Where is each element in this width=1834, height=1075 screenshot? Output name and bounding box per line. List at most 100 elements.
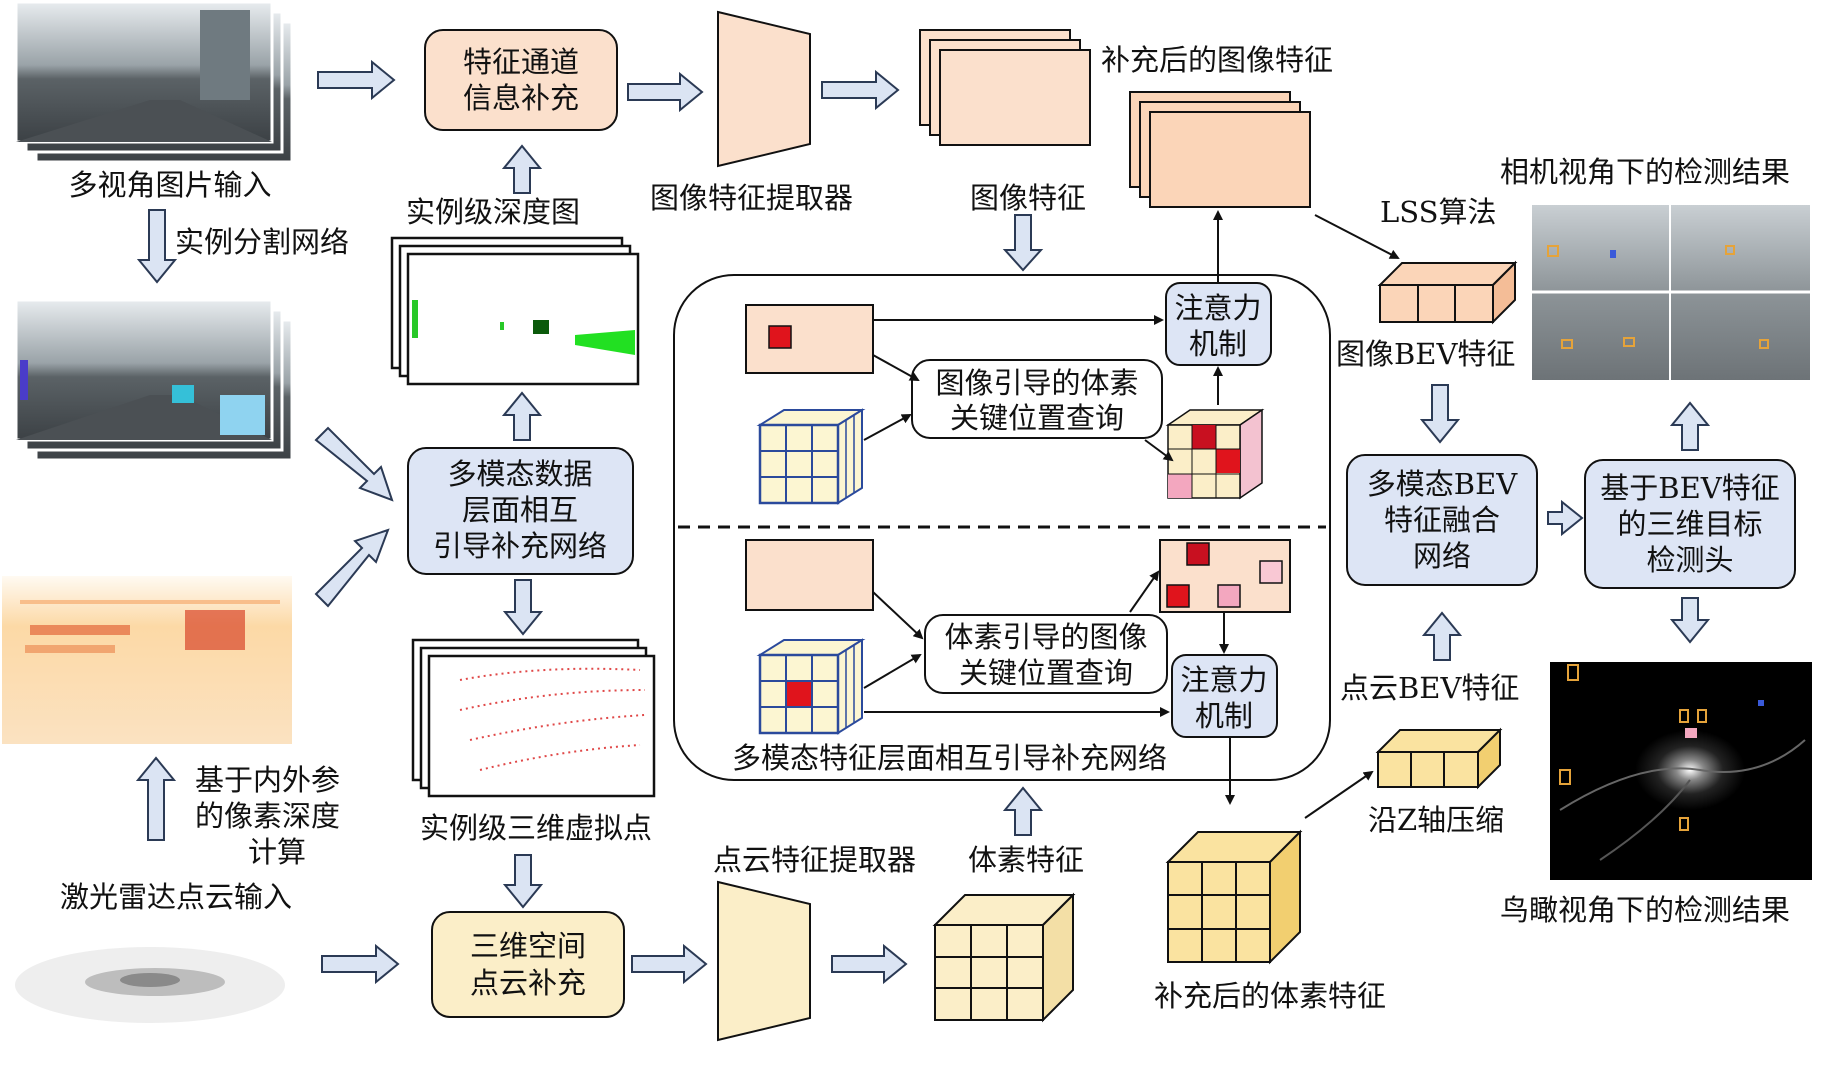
arrow-spatial-to-pcextractor	[631, 943, 708, 985]
image-features-label: 图像特征	[970, 181, 1086, 215]
detection-head-box: 基于BEV特征 的三维目标 检测头	[1584, 459, 1796, 589]
arrow-photo-to-seg	[136, 209, 178, 284]
attention-bottom-line1: 注意力	[1180, 663, 1267, 697]
bev-fusion-line2: 特征融合	[1384, 503, 1500, 537]
lidar-input-label: 激光雷达点云输入	[60, 880, 292, 914]
image-guided-query-line1: 图像引导的体素	[935, 366, 1138, 400]
channel-supplement-line2: 信息补充	[463, 81, 579, 115]
arrow-imgbev-to-fusion	[1419, 384, 1461, 444]
bottom-voxel-cube	[756, 638, 866, 735]
camera-view-result-image	[1532, 205, 1810, 380]
arrow-extractor-to-features	[821, 69, 900, 111]
instance-3d-points-label: 实例级三维虚拟点	[420, 811, 652, 845]
instance-depth-map-label: 实例级深度图	[406, 195, 580, 229]
segmentation-photo-stack	[14, 298, 294, 462]
bottom-right-red-1	[1186, 542, 1210, 566]
arrow-photo-to-channel	[317, 59, 396, 101]
arrow-channel-to-extractor	[627, 71, 704, 113]
arrow-depth-calc-up	[135, 756, 177, 841]
top-voxel-cube	[756, 408, 866, 505]
lss-algorithm-label: LSS算法	[1380, 195, 1496, 229]
attention-bottom-box: 注意力 机制	[1171, 654, 1278, 738]
bev-fusion-line3: 网络	[1413, 539, 1471, 573]
pointcloud-feature-extractor-shape	[717, 880, 811, 1042]
pixel-depth-calc-label: 基于内外参 的像素深度 计算	[195, 763, 340, 869]
spatial-supplement-line1: 三维空间	[470, 929, 586, 963]
arrow-fusion-to-head	[1547, 499, 1584, 537]
multimodal-data-net-line2: 层面相互	[462, 493, 578, 527]
arrow-head-to-bev	[1669, 597, 1711, 644]
multimodal-data-net-line3: 引导补充网络	[433, 529, 607, 563]
bev-view-result-label: 鸟瞰视角下的检测结果	[1500, 893, 1790, 927]
camera-view-result-label: 相机视角下的检测结果	[1500, 155, 1790, 189]
bottom-image-patch	[745, 539, 874, 611]
bottom-right-pink-2	[1259, 560, 1283, 584]
supplemented-voxel-features-label: 补充后的体素特征	[1154, 979, 1386, 1013]
channel-supplement-line1: 特征通道	[463, 45, 579, 79]
instance-seg-net-label: 实例分割网络	[175, 225, 349, 259]
z-axis-compress-label: 沿Z轴压缩	[1368, 803, 1504, 837]
arrow-multimodal-to-points	[502, 579, 544, 636]
attention-bottom-line2: 机制	[1195, 699, 1253, 733]
bev-view-result-image	[1550, 662, 1812, 880]
line-query-to-cube	[1144, 439, 1174, 462]
lidar-pointcloud-image	[15, 947, 285, 1023]
spatial-supplement-box: 三维空间 点云补充	[431, 911, 625, 1018]
line-voxel-to-zcompress	[1304, 770, 1374, 819]
voxel-guided-query-box: 体素引导的图像 关键位置查询	[924, 614, 1168, 694]
voxel-guided-query-line1: 体素引导的图像	[944, 620, 1147, 654]
attention-top-box: 注意力 机制	[1165, 282, 1272, 366]
line-supp-to-lss	[1314, 214, 1400, 259]
bottom-right-pink-1	[1217, 584, 1241, 608]
multimodal-data-net-box: 多模态数据 层面相互 引导补充网络	[407, 447, 634, 575]
supplemented-image-features-stack	[1129, 91, 1311, 208]
supplemented-image-features-label: 补充后的图像特征	[1101, 43, 1333, 77]
multi-view-input-label: 多视角图片输入	[68, 168, 271, 202]
image-bev-slab	[1377, 260, 1518, 325]
voxel-guided-query-line2: 关键位置查询	[959, 656, 1133, 690]
line-arrows	[863, 210, 1400, 819]
voxel-features-cube	[932, 892, 1076, 1023]
top-right-voxel-cube	[1165, 408, 1265, 500]
pointcloud-bev-label: 点云BEV特征	[1340, 671, 1519, 705]
line-bpatch-to-query	[872, 591, 924, 640]
arrow-pcextractor-to-voxel	[831, 943, 908, 985]
multimodal-data-net-line1: 多模态数据	[447, 457, 592, 491]
image-guided-query-box: 图像引导的体素 关键位置查询	[911, 359, 1163, 439]
attention-top-line1: 注意力	[1174, 291, 1261, 325]
instance-3d-points-stack	[411, 638, 656, 798]
pixel-depth-calc-line2: 的像素深度	[195, 799, 340, 833]
image-features-stack	[919, 29, 1091, 146]
top-image-patch-red	[768, 325, 792, 349]
pointcloud-bev-slab	[1375, 727, 1503, 790]
arrow-pcbev-to-fusion	[1421, 611, 1463, 661]
depth-image	[2, 576, 292, 744]
line-bcube-to-query	[863, 653, 922, 689]
arrow-voxel-to-container	[1002, 786, 1044, 836]
pixel-depth-calc-line1: 基于内外参	[195, 763, 340, 797]
arrow-imgfeat-to-container	[1002, 214, 1044, 272]
channel-supplement-box: 特征通道 信息补充	[424, 29, 618, 131]
pointcloud-feature-extractor-label: 点云特征提取器	[713, 843, 916, 877]
line-patch-to-query	[872, 354, 920, 381]
arrow-points-to-spatial	[502, 854, 544, 909]
bev-fusion-line1: 多模态BEV	[1367, 467, 1518, 501]
bottom-right-red-2	[1166, 584, 1190, 608]
mutual-guide-net-container	[673, 274, 1331, 781]
top-image-patch	[745, 304, 874, 374]
arrow-depth-to-multimodal	[314, 528, 390, 608]
image-guided-query-line2: 关键位置查询	[950, 401, 1124, 435]
mutual-guide-net-caption: 多模态特征层面相互引导补充网络	[732, 741, 1167, 775]
image-feature-extractor-shape	[717, 10, 811, 168]
arrow-camview-up	[1669, 401, 1711, 451]
image-bev-label: 图像BEV特征	[1336, 337, 1515, 371]
detection-head-line3: 检测头	[1646, 543, 1733, 577]
voxel-features-label: 体素特征	[968, 843, 1084, 877]
block-arrows	[135, 59, 1711, 985]
attention-top-line2: 机制	[1189, 327, 1247, 361]
multi-view-photo-stack	[14, 0, 294, 164]
bev-fusion-box: 多模态BEV 特征融合 网络	[1346, 454, 1538, 586]
detection-head-line1: 基于BEV特征	[1600, 471, 1779, 505]
